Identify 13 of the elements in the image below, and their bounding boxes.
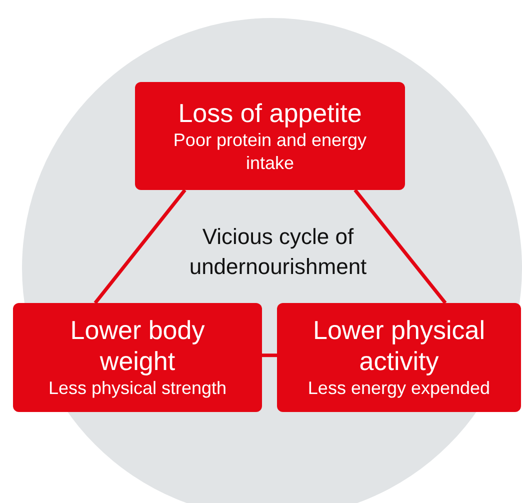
cause-box: [277, 303, 521, 412]
center-caption: Vicious cycle of undernourishment: [188, 223, 368, 281]
box-subtext: Less physical strength: [48, 377, 227, 400]
cause-box: [13, 303, 262, 412]
box-subtext: Poor protein and energy intake: [172, 128, 368, 174]
box-heading: Loss of appetite: [178, 98, 362, 128]
box-subtext: Less energy expended: [308, 377, 490, 400]
connector-line: [354, 188, 447, 304]
cause-box: [135, 82, 405, 190]
connector-line: [94, 188, 186, 304]
box-heading: Lower body weight: [69, 315, 206, 377]
connector-line: [262, 354, 277, 358]
box-heading: Lower physical activity: [312, 315, 486, 377]
